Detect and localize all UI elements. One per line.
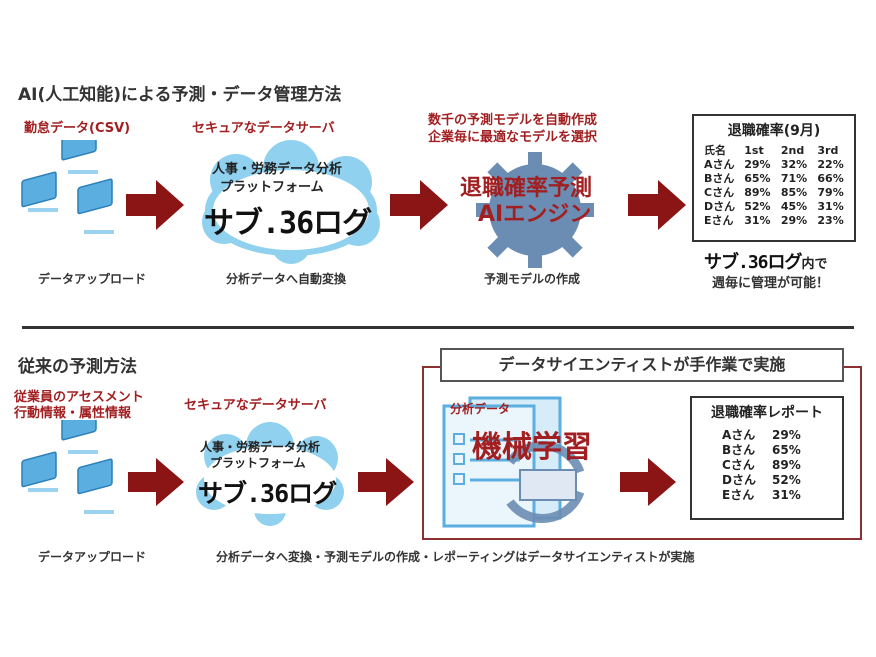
cell: 29% [772,428,801,442]
report-row: Eさん 31% [692,488,842,503]
cell: Cさん [704,186,735,199]
computers-icon [21,140,114,234]
gear-icon [476,152,594,268]
top-caption-convert: 分析データへ自動変換 [226,272,347,286]
arrow-right-icon [390,180,448,230]
engine-line1: 退職確率予測 [460,176,593,201]
cell: 89% [744,186,771,199]
bottom-step2-label: セキュアなデータサーバ [184,398,327,413]
arrow-right-icon [358,458,414,506]
probability-report: 退職確率レポート Aさん 29% Bさん 65% Cさん 89% Dさん 52% Eさん… [690,396,844,520]
cell: 31% [744,214,771,227]
engine-line2: AIエンジン [478,202,592,227]
documents-icon [442,396,585,528]
report-title: 退職確率レポート [711,405,823,421]
manual-process-title: データサイエンティストが手作業で実施 [440,348,844,382]
cell: 31% [772,488,801,502]
cell: Cさん [722,458,755,472]
report-row: Aさん 29% [692,428,842,443]
table-header-row: 氏名 1st 2nd 3rd [704,144,854,158]
probability-grid: 氏名 1st 2nd 3rd Aさん 29% 32% 22% Bさん 65% 7… [704,144,854,228]
ml-label: 機械学習 [472,430,592,465]
top-caption-model: 予測モデルの作成 [484,272,581,286]
cell: 29% [744,158,771,171]
doc-label: 分析データ [450,402,511,416]
bottom-cloud-line1: 人事・労務データ分析 [200,440,321,454]
cloud-icon [202,140,380,264]
header-name: 氏名 [704,144,726,157]
cell: 65% [772,443,801,457]
cell: Bさん [704,172,735,185]
cell: 85% [780,186,808,199]
cell: 23% [817,214,844,227]
cell: 32% [780,158,808,171]
top-step1-label: 勤怠データ(CSV) [24,121,131,136]
header-1st: 1st [744,144,764,157]
report-row: Bさん 65% [692,443,842,458]
bottom-caption-process: 分析データへ変換・予測モデルの作成・レポーティングはデータサイエンティストが実施 [216,550,695,564]
cell: 71% [780,172,808,185]
cell: Eさん [704,214,734,227]
cell: Aさん [704,158,735,171]
cell: Aさん [722,428,756,442]
management-note: サブ.36ログ内で [704,248,828,274]
top-caption-upload: データアップロード [38,272,147,286]
arrow-right-icon [628,180,686,230]
bottom-section-title: 従来の予測方法 [18,357,137,377]
cell: 31% [817,200,844,213]
probability-table: 退職確率(9月) 氏名 1st 2nd 3rd Aさん 29% 32% 22% … [692,114,856,242]
header-2nd: 2nd [780,144,805,157]
bottom-caption-upload: データアップロード [38,550,147,564]
top-section-title: AI(人工知能)による予測・データ管理方法 [18,85,342,105]
cell: 29% [780,214,808,227]
table-row: Eさん 31% 29% 23% [704,214,854,228]
computers-icon [21,420,114,514]
report-row: Cさん 89% [692,458,842,473]
table-row: Cさん 89% 85% 79% [704,186,854,200]
cell: 66% [817,172,844,185]
cell: Dさん [722,473,756,487]
top-step3-label-line2: 企業毎に最適なモデルを選択 [428,130,598,145]
arrow-right-icon [126,180,184,230]
cell: 89% [772,458,801,472]
bottom-logo: サブ.36ログ [198,479,337,508]
cell: 52% [772,473,801,487]
table-row: Aさん 29% 32% 22% [704,158,854,172]
note-line2: 週毎に管理が可能！ [712,276,830,291]
header-3rd: 3rd [817,144,839,157]
cell: 52% [744,200,771,213]
probability-table-title: 退職確率(9月) [727,123,821,139]
cloud-icon [196,422,344,526]
cell: Bさん [722,443,756,457]
note-logo: サブ.36ログ [704,252,803,273]
bottom-step1-label: 従業員のアセスメント 行動情報・属性情報 [14,390,144,422]
cell: Eさん [722,488,755,502]
bottom-step1-line1: 従業員のアセスメント [14,390,144,405]
top-cloud-line2: プラットフォーム [220,180,324,195]
cell: 79% [817,186,844,199]
top-step3-label: 数千の予測モデルを自動作成 企業毎に最適なモデルを選択 [428,112,597,146]
table-row: Bさん 65% 71% 66% [704,172,854,186]
report-row: Dさん 52% [692,473,842,488]
note-suffix: 内で [801,257,828,272]
cell: Dさん [704,200,736,213]
top-step2-label: セキュアなデータサーバ [192,121,335,136]
cell: 45% [780,200,808,213]
bottom-step1-line2: 行動情報・属性情報 [14,406,132,421]
bottom-cloud-line2: プラットフォーム [210,456,306,470]
cell: 65% [744,172,771,185]
section-divider [22,326,854,329]
arrow-right-icon [620,458,676,506]
arrow-right-icon [128,458,184,506]
top-step3-label-line1: 数千の予測モデルを自動作成 [428,113,598,128]
top-logo: サブ.36ログ [204,206,372,241]
table-row: Dさん 52% 45% 31% [704,200,854,214]
top-cloud-line1: 人事・労務データ分析 [212,162,343,177]
cell: 22% [817,158,844,171]
